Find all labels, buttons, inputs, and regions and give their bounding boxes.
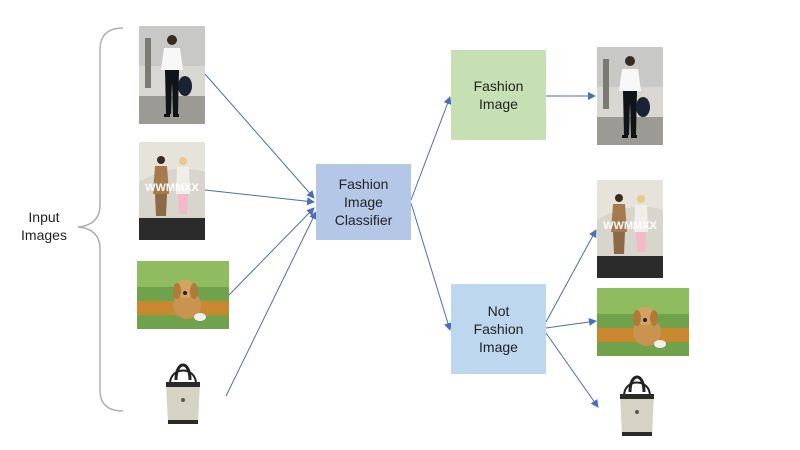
arrow-classifier-to-fashion	[410, 96, 452, 201]
arrow-notfashion-to-dog	[545, 318, 597, 329]
output-image-couple: WWMMXX	[597, 180, 663, 278]
arrow-dog-to-classifier	[228, 207, 315, 296]
output-image-woman	[597, 47, 663, 145]
arrow-woman-to-classifier	[204, 73, 315, 199]
arrow-notfashion-to-couple	[545, 229, 597, 323]
output-image-bag	[612, 372, 662, 442]
input-images-label: Input Images	[21, 209, 67, 243]
not-fashion-image-label: Not Fashion Image	[473, 303, 524, 355]
input-image-woman	[139, 26, 205, 124]
classifier-box: Fashion Image Classifier	[316, 164, 411, 240]
fashion-image-box: Fashion Image	[451, 50, 546, 140]
input-bracket	[77, 27, 124, 412]
input-couple-overlay-text: WWMMXX	[145, 182, 199, 194]
input-image-bag	[158, 360, 208, 430]
arrow-bag-to-classifier	[225, 211, 317, 397]
fashion-image-label: Fashion Image	[473, 78, 524, 112]
arrow-classifier-to-not-fashion	[410, 202, 452, 331]
output-couple-overlay-text: WWMMXX	[603, 220, 657, 232]
arrow-couple-to-classifier	[204, 189, 315, 206]
classifier-label: Fashion Image Classifier	[334, 176, 393, 228]
output-image-dog	[597, 288, 689, 356]
input-image-dog	[137, 261, 229, 329]
not-fashion-image-box: Not Fashion Image	[451, 284, 546, 374]
arrow-notfashion-to-bag	[545, 332, 599, 408]
input-image-couple: WWMMXX	[139, 142, 205, 240]
